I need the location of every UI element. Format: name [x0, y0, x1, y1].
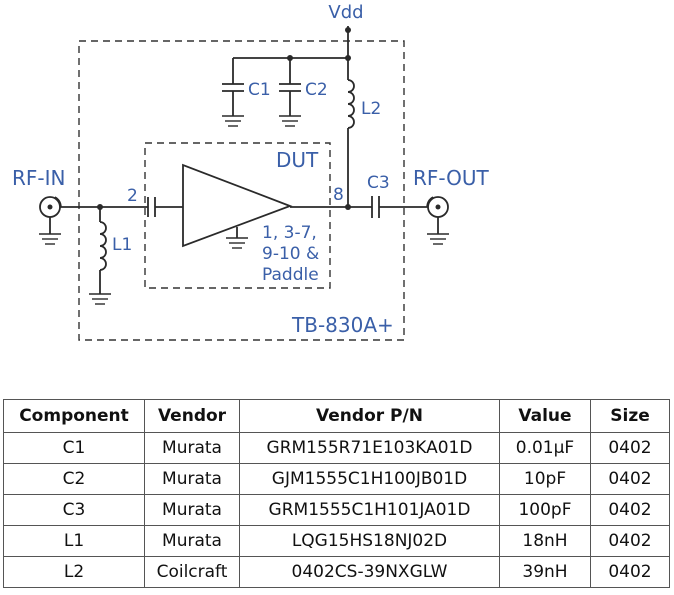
gnd-pins-line1: 1, 3-7, — [262, 223, 317, 243]
cell-vendor: Murata — [144, 463, 240, 495]
cell-component: C2 — [3, 463, 145, 495]
table-row: L2 Coilcraft 0402CS-39NXGLW 39nH 0402 — [3, 556, 670, 588]
cell-vendor-pn: GRM1555C1H101JA01D — [239, 494, 500, 526]
cell-component: L2 — [3, 556, 145, 588]
rf-in-connector-icon — [39, 196, 62, 245]
table-row: C1 Murata GRM155R71E103KA01D 0.01µF 0402 — [3, 432, 670, 464]
cell-component: C3 — [3, 494, 145, 526]
rf-out-label: RF-OUT — [413, 166, 490, 190]
board-label: TB-830A+ — [291, 313, 394, 337]
c1-capacitor — [222, 58, 244, 127]
l2-inductor — [347, 58, 355, 207]
table-row: C2 Murata GJM1555C1H100JB01D 10pF 0402 — [3, 463, 670, 495]
c2-capacitor — [279, 58, 301, 127]
cell-value: 18nH — [499, 525, 591, 557]
cell-size: 0402 — [590, 556, 670, 588]
dut-label: DUT — [276, 148, 319, 172]
c1-label: C1 — [248, 80, 271, 100]
vdd-label: Vdd — [328, 2, 363, 23]
cell-value: 0.01µF — [499, 432, 591, 464]
header-vendor: Vendor — [144, 399, 240, 433]
cell-value: 10pF — [499, 463, 591, 495]
header-value: Value — [499, 399, 591, 433]
gnd-pins-line3: Paddle — [262, 265, 319, 285]
cell-value: 100pF — [499, 494, 591, 526]
cell-vendor: Coilcraft — [144, 556, 240, 588]
rf-out-connector-icon — [426, 196, 449, 245]
cell-size: 0402 — [590, 494, 670, 526]
cell-vendor-pn: GRM155R71E103KA01D — [239, 432, 500, 464]
c2-label: C2 — [305, 80, 328, 100]
cell-vendor-pn: GJM1555C1H100JB01D — [239, 463, 500, 495]
l1-label: L1 — [112, 235, 132, 255]
board-outline — [78, 40, 405, 341]
cell-component: C1 — [3, 432, 145, 464]
l1-inductor — [89, 207, 111, 305]
gnd-pins-line2: 9-10 & — [262, 244, 319, 264]
cell-size: 0402 — [590, 463, 670, 495]
table-header-row: Component Vendor Vendor P/N Value Size — [3, 399, 670, 433]
amplifier-icon — [182, 163, 293, 248]
cell-vendor-pn: LQG15HS18NJ02D — [239, 525, 500, 557]
pin-out-label: 8 — [333, 185, 344, 205]
table-row: C3 Murata GRM1555C1H101JA01D 100pF 0402 — [3, 494, 670, 526]
internal-input-cap — [147, 197, 183, 217]
bill-of-materials-table: Component Vendor Vendor P/N Value Size C… — [3, 399, 670, 588]
cell-vendor: Murata — [144, 432, 240, 464]
cell-size: 0402 — [590, 432, 670, 464]
l2-label: L2 — [361, 99, 381, 119]
c3-capacitor — [371, 196, 428, 218]
table-row: L1 Murata LQG15HS18NJ02D 18nH 0402 — [3, 525, 670, 557]
header-size: Size — [590, 399, 670, 433]
cell-component: L1 — [3, 525, 145, 557]
cell-size: 0402 — [590, 525, 670, 557]
rf-in-label: RF-IN — [12, 166, 65, 190]
vdd-node — [345, 27, 351, 33]
c3-label: C3 — [367, 173, 390, 193]
pin-in-label: 2 — [127, 186, 138, 206]
cell-vendor-pn: 0402CS-39NXGLW — [239, 556, 500, 588]
cell-vendor: Murata — [144, 525, 240, 557]
header-component: Component — [3, 399, 145, 433]
cell-vendor: Murata — [144, 494, 240, 526]
header-vendor-pn: Vendor P/N — [239, 399, 500, 433]
schematic-diagram: Vdd C1 C2 L2 RF-IN — [12, 2, 490, 341]
dut-outline — [144, 142, 331, 289]
cell-value: 39nH — [499, 556, 591, 588]
